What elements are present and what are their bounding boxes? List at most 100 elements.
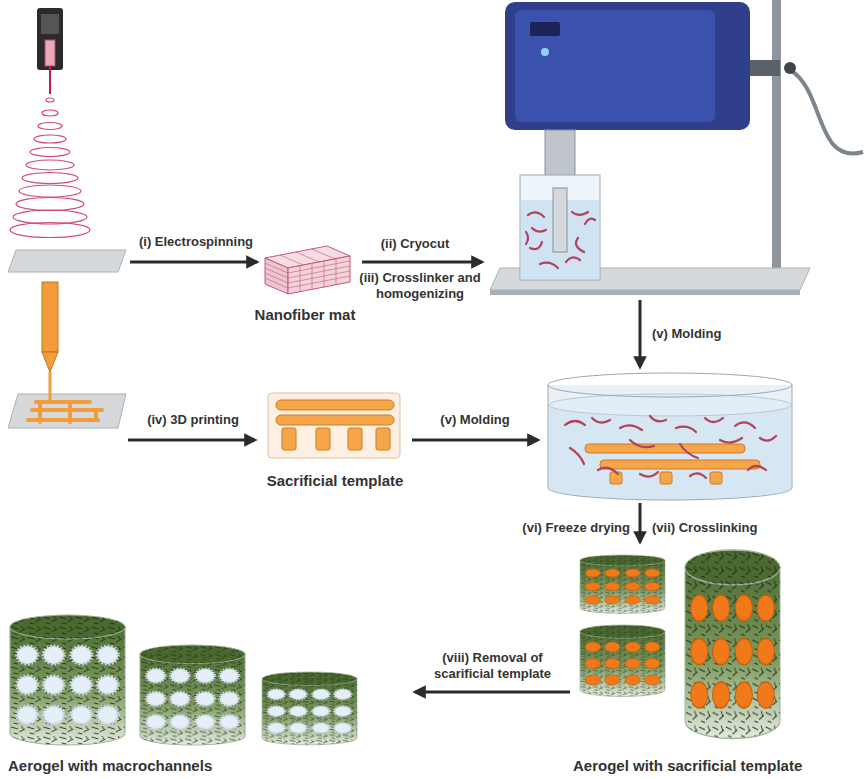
homogenizer-part-part bbox=[572, 212, 588, 215]
electrospinning-setup-part bbox=[49, 66, 51, 94]
process-arrow-part bbox=[639, 503, 642, 542]
homogenizer-part-part bbox=[576, 238, 584, 252]
node-caption: Aerogel with macrochannels bbox=[5, 757, 215, 775]
edge-label: (viii) Removal of scarificial template bbox=[418, 650, 568, 682]
process-arrow-part bbox=[412, 439, 538, 442]
mold-dish-part bbox=[549, 405, 791, 488]
nanofiber-mat-art-part-part bbox=[336, 259, 337, 285]
electrospinning-setup-part-part bbox=[16, 198, 84, 211]
electrospinning-setup-part-part bbox=[46, 98, 54, 102]
3d-printer-part-part bbox=[40, 404, 96, 422]
channeled-aerogel-art-part bbox=[140, 645, 245, 745]
electrospinning-setup-part-part bbox=[22, 173, 78, 184]
mold-dish-part-part bbox=[565, 421, 585, 425]
homogenizer-part-part bbox=[540, 263, 558, 268]
nanofiber-mat-art-part-part bbox=[288, 276, 350, 288]
nanofiber-mat-art bbox=[265, 246, 350, 294]
mold-dish-part-part bbox=[585, 444, 745, 453]
nanofiber-mat-art-part-part bbox=[312, 249, 335, 259]
homogenizer-part bbox=[520, 175, 600, 280]
electrospinning-setup-part bbox=[41, 14, 59, 34]
electrospinning-setup-part-part bbox=[30, 148, 70, 157]
sacrificial-template-art-part-part bbox=[376, 428, 390, 450]
3d-printer-part bbox=[42, 282, 58, 352]
step-label: (iv) 3D printing bbox=[147, 412, 239, 428]
step-label: (iii) Crosslinker and homogenizing bbox=[353, 270, 488, 302]
electrospinning-setup-part bbox=[45, 40, 55, 66]
mold-dish-part-part bbox=[640, 472, 658, 477]
mold-dish-part bbox=[585, 444, 760, 484]
nanofiber-mat-art-part-part bbox=[265, 278, 288, 288]
mold-dish-part-part bbox=[610, 472, 622, 484]
electrospinning-setup-part-part bbox=[19, 185, 81, 197]
sacrificial-template-art-part-part bbox=[348, 428, 362, 450]
templated-aerogel-art bbox=[580, 550, 780, 739]
step-label: (i) Electrospinning bbox=[139, 234, 253, 250]
homogenizer-part bbox=[526, 212, 595, 268]
nanofiber-mat-art-part-part bbox=[296, 252, 319, 262]
electrospinning-setup-part bbox=[37, 8, 63, 70]
sacrificial-template-art bbox=[268, 393, 400, 458]
sacrificial-template-art-part bbox=[276, 400, 394, 450]
mold-dish-part-part bbox=[650, 416, 666, 421]
mold-dish-part-part bbox=[705, 418, 723, 422]
3d-printer-part bbox=[49, 372, 52, 404]
nanofiber-mat-art-part bbox=[265, 258, 288, 294]
channeled-aerogel-art-part bbox=[10, 615, 125, 745]
step-label: (vii) Crosslinking bbox=[652, 520, 757, 536]
mold-dish bbox=[548, 373, 792, 500]
electrospinning-setup-part-part bbox=[26, 160, 74, 170]
nanofiber-mat-art-part bbox=[265, 249, 350, 292]
mold-dish-part bbox=[548, 385, 549, 488]
electrospinning-setup-part bbox=[8, 250, 126, 272]
mold-dish-part-part bbox=[710, 472, 722, 484]
templated-aerogel-art-part bbox=[580, 555, 665, 614]
homogenizer bbox=[490, 0, 863, 295]
mold-dish-part-part bbox=[592, 418, 610, 423]
step-label: (v) Molding bbox=[652, 326, 721, 342]
process-arrow-part bbox=[128, 439, 255, 442]
nanofiber-mat-art-part-part bbox=[265, 263, 288, 273]
step-label: (v) Molding bbox=[440, 412, 509, 428]
homogenizer-part bbox=[553, 188, 567, 252]
node-caption: Aerogel with sacrificial template bbox=[570, 757, 805, 775]
homogenizer-part-part bbox=[585, 219, 595, 224]
3d-printer-part bbox=[8, 394, 126, 428]
nanofiber-mat-art-part-part bbox=[324, 261, 325, 287]
channeled-aerogel-node: Aerogel with macrochannels bbox=[5, 608, 412, 775]
3d-printer-part-part bbox=[32, 408, 102, 412]
mold-dish-part bbox=[565, 416, 776, 478]
3d-printer-part bbox=[28, 402, 102, 422]
homogenizer-part-part bbox=[530, 242, 542, 249]
electrospinning-setup-part-part bbox=[38, 123, 62, 130]
nanofiber-mat-art-part-part bbox=[265, 273, 288, 283]
fiber-mat-node: Nanofiber mat bbox=[248, 240, 363, 324]
homogenizer-part bbox=[784, 62, 796, 74]
3d-printer-part-part bbox=[36, 400, 90, 404]
mold-dish-part-part bbox=[570, 448, 584, 464]
nanofiber-mat-art-part-part bbox=[300, 266, 301, 292]
mold-dish-part-part bbox=[690, 473, 706, 478]
electrospinning-setup-part-part bbox=[42, 110, 58, 116]
process-arrow bbox=[415, 691, 570, 694]
node-caption: Sacrificial template bbox=[264, 472, 407, 490]
step-label: (vi) Freeze drying bbox=[522, 520, 630, 536]
nanofiber-mat-art-part-part bbox=[280, 255, 303, 265]
templated-aerogel-art-part bbox=[580, 625, 665, 697]
mold-dish-part-part bbox=[660, 472, 672, 484]
mold-dish-part bbox=[548, 373, 792, 397]
mold-dish-part bbox=[792, 385, 793, 488]
templated-aerogel-node: Aerogel with sacrificial template bbox=[570, 548, 850, 775]
homogenizer-part-part bbox=[532, 228, 546, 232]
3d-printer bbox=[8, 282, 126, 428]
nanofiber-mat-art-part-part bbox=[265, 268, 288, 278]
nanofiber-mat-art-part-part bbox=[288, 271, 350, 283]
sacrificial-template-art-part bbox=[268, 393, 400, 458]
channeled-aerogel-art bbox=[10, 615, 357, 745]
mold-dish-part-part bbox=[600, 460, 760, 469]
homogenizer-part bbox=[772, 0, 781, 272]
mold-dish-part-part bbox=[598, 468, 618, 474]
sacrificial-template-art-part-part bbox=[282, 428, 296, 450]
mold-dish-part-part bbox=[760, 436, 776, 441]
